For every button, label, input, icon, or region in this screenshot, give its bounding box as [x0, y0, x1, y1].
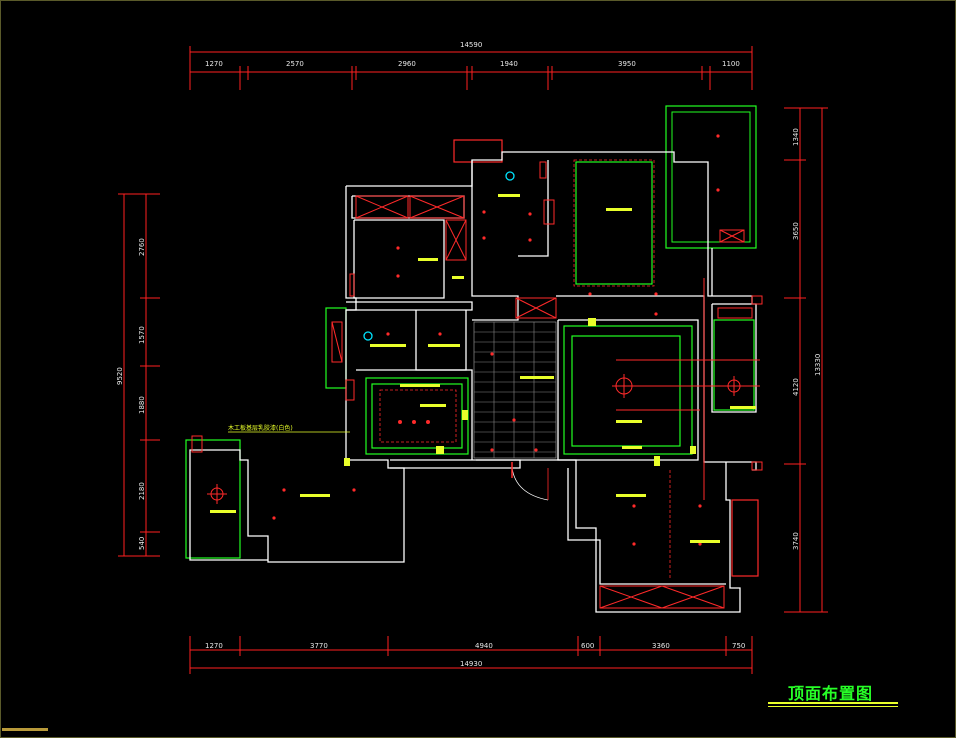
- left-dimension-chain: 9520 2760 1570 1880 2180 540: [116, 193, 160, 557]
- top-dim-3: 2960: [398, 60, 416, 68]
- annotation-leader: 木工板基层乳胶漆(白色): [228, 424, 350, 433]
- bottom-dim-3: 4940: [475, 642, 493, 650]
- ceiling-annotation: 木工板基层乳胶漆(白色): [228, 424, 293, 432]
- left-dim-2: 1570: [138, 326, 146, 344]
- right-total-dim: 13330: [814, 354, 822, 376]
- right-dim-1: 1340: [792, 128, 800, 146]
- drawing-title: 顶面布置图: [788, 684, 874, 703]
- exhaust-fan-icons: [363, 171, 515, 341]
- red-detail-marks: [191, 161, 763, 471]
- bottom-dim-2: 3770: [310, 642, 328, 650]
- walls: [189, 151, 757, 613]
- left-dim-5: 540: [138, 537, 146, 550]
- title-underline: [768, 702, 898, 704]
- hallway-grid: [473, 321, 557, 459]
- bottom-dim-4: 600: [581, 642, 594, 650]
- light-fixtures: [207, 278, 760, 504]
- left-total-dim: 9520: [116, 367, 124, 385]
- top-dim-1: 1270: [205, 60, 223, 68]
- top-dim-2: 2570: [286, 60, 304, 68]
- left-dim-4: 2180: [138, 482, 146, 500]
- ceiling-outlines: [365, 161, 755, 455]
- hatched-panels: [355, 195, 725, 609]
- corner-mark: [2, 728, 48, 731]
- right-dim-3: 4120: [792, 378, 800, 396]
- left-dim-1: 2760: [138, 238, 146, 256]
- ceiling-dashes: [379, 159, 671, 580]
- top-dim-5: 3950: [618, 60, 636, 68]
- entry-door: [511, 462, 549, 501]
- ceiling-labels: [210, 194, 756, 543]
- balcony-outlines: [185, 105, 759, 577]
- bottom-dimension-chain: 1270 3770 4940 600 3360 750 14930: [189, 636, 753, 674]
- top-total-dim: 14590: [460, 41, 482, 49]
- right-dim-2: 3650: [792, 222, 800, 240]
- right-dimension-chain: 1340 3650 4120 3740 13330: [784, 107, 828, 613]
- top-dimension-chain: 14590 1270 2570 2960 1940 3950 1100: [189, 41, 753, 90]
- downlight-dots: [272, 134, 720, 546]
- bottom-total-dim: 14930: [460, 660, 482, 668]
- title-underline-thin: [768, 706, 898, 707]
- bottom-dim-1: 1270: [205, 642, 223, 650]
- top-dim-6: 1100: [722, 60, 740, 68]
- bottom-dim-6: 750: [732, 642, 745, 650]
- top-dim-4: 1940: [500, 60, 518, 68]
- left-dim-3: 1880: [138, 396, 146, 414]
- right-dim-4: 3740: [792, 532, 800, 550]
- bottom-dim-5: 3360: [652, 642, 670, 650]
